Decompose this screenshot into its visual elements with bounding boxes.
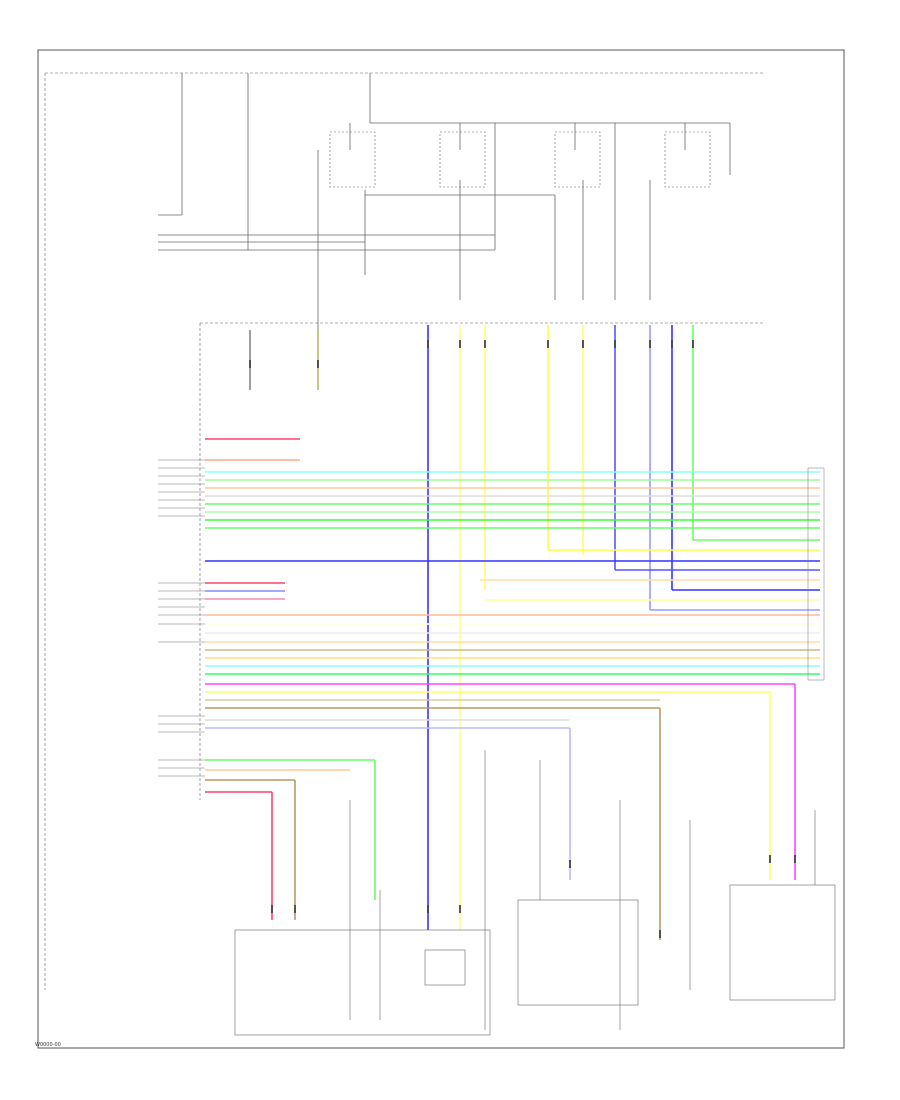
left-stubs — [158, 459, 205, 777]
right-connector — [807, 467, 825, 681]
page-id: W0000-00 — [35, 1042, 61, 1048]
harness-bus — [205, 438, 820, 940]
fuse-drops — [158, 73, 731, 330]
connector-ticks — [249, 340, 796, 938]
diagram-frame — [37, 49, 845, 1049]
relay-boxes — [329, 131, 711, 188]
bottom-components — [234, 750, 836, 1036]
vertical-wires — [249, 325, 694, 930]
